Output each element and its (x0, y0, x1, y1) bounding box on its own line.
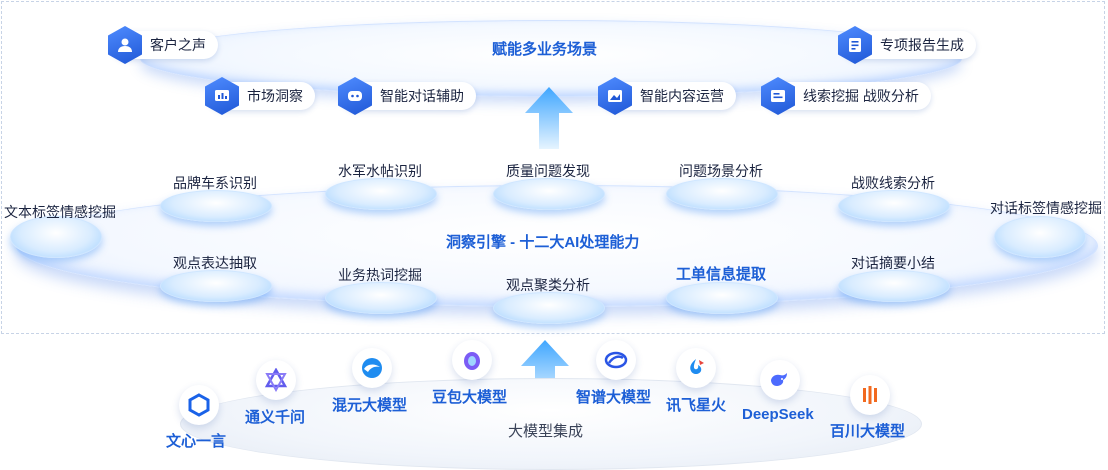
up-arrow-icon (525, 87, 573, 149)
hunyuan-icon (352, 348, 392, 388)
pill-chat-assist[interactable]: 智能对话辅助 (338, 77, 476, 115)
engine-title: 洞察引擎 - 十二大AI处理能力 (446, 234, 640, 251)
pill-label: 线索挖掘 战败分析 (803, 88, 919, 104)
tongyi-icon (256, 360, 296, 400)
upper-dashed-frame (1, 1, 1105, 334)
model-label: 混元大模型 (332, 397, 408, 414)
side-label-left: 文本标签情感挖掘 (4, 204, 116, 220)
doubao-icon (452, 340, 492, 380)
model-label: 通义千问 (245, 409, 306, 426)
side-label-right: 对话标签情感挖掘 (990, 200, 1102, 216)
market-insight-icon (205, 77, 239, 115)
pill-special-report[interactable]: 专项报告生成 (838, 26, 976, 64)
model-label: 智谱大模型 (576, 389, 652, 406)
lead-mining-icon (761, 77, 795, 115)
pill-label: 智能对话辅助 (380, 88, 464, 104)
pill-lead-mining[interactable]: 线索挖掘 战败分析 (761, 77, 931, 115)
baichuan-icon (850, 375, 890, 415)
zhipu-icon (596, 340, 636, 380)
model-label: 百川大模型 (830, 423, 906, 440)
side-pedestal-right[interactable] (994, 216, 1086, 258)
scenario-title: 赋能多业务场景 (492, 41, 598, 58)
pill-label: 市场洞察 (247, 88, 303, 104)
pill-label: 智能内容运营 (640, 88, 724, 104)
model-disc (180, 378, 922, 470)
up-arrow-icon (521, 340, 569, 402)
pill-market-insight[interactable]: 市场洞察 (205, 77, 315, 115)
model-label: 豆包大模型 (432, 389, 508, 406)
pill-label: 专项报告生成 (880, 37, 964, 53)
deepseek-icon (760, 360, 800, 400)
pill-label: 客户之声 (150, 37, 206, 53)
pill-content-ops[interactable]: 智能内容运营 (598, 77, 736, 115)
wenxin-icon (179, 385, 219, 425)
side-pedestal-left[interactable] (10, 216, 102, 258)
pill-customer-voice[interactable]: 客户之声 (108, 26, 218, 64)
model-integration-title: 大模型集成 (508, 423, 584, 440)
content-ops-icon (598, 77, 632, 115)
model-label: 文心一言 (166, 433, 227, 450)
model-label: 讯飞星火 (666, 397, 727, 414)
xunfei-icon (676, 348, 716, 388)
model-label: DeepSeek (742, 406, 814, 423)
report-icon (838, 26, 872, 64)
